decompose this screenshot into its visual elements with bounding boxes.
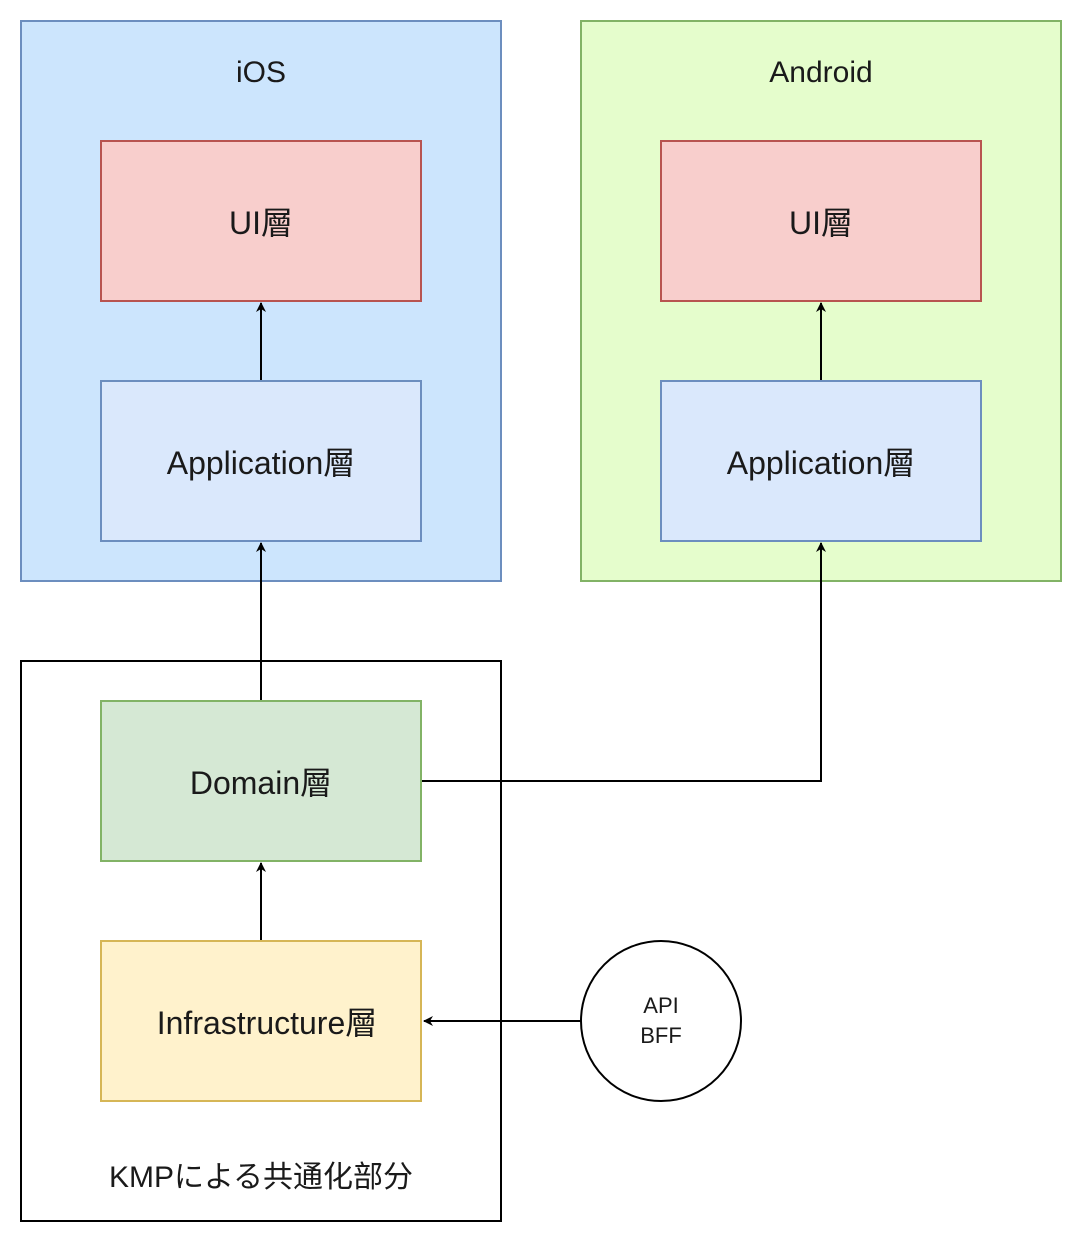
android-ui-layer-node[interactable]: UI層 [660, 140, 982, 302]
kmp-container-title: KMPによる共通化部分 [108, 1161, 414, 1194]
ios-application-layer-label: Application層 [166, 445, 356, 481]
api-label-line1: API [643, 993, 679, 1018]
api-bff-node[interactable]: API BFF [580, 940, 742, 1102]
ios-ui-layer-label: UI層 [228, 205, 293, 241]
api-bff-label: API BFF [582, 991, 740, 1051]
edge-domain-to-android-app [422, 542, 826, 782]
android-application-layer-label: Application層 [726, 445, 916, 481]
domain-layer-label: Domain層 [189, 765, 333, 801]
infrastructure-layer-node[interactable]: Infrastructure層 [100, 940, 422, 1102]
android-container-title: Android [769, 56, 873, 89]
android-application-layer-node[interactable]: Application層 [660, 380, 982, 542]
ios-container-title: iOS [235, 56, 286, 89]
infrastructure-layer-label: Infrastructure層 [156, 1005, 378, 1041]
ios-ui-layer-node[interactable]: UI層 [100, 140, 422, 302]
android-ui-layer-label: UI層 [788, 205, 853, 241]
domain-layer-node[interactable]: Domain層 [100, 700, 422, 862]
api-label-line2: BFF [640, 1023, 682, 1048]
ios-application-layer-node[interactable]: Application層 [100, 380, 422, 542]
